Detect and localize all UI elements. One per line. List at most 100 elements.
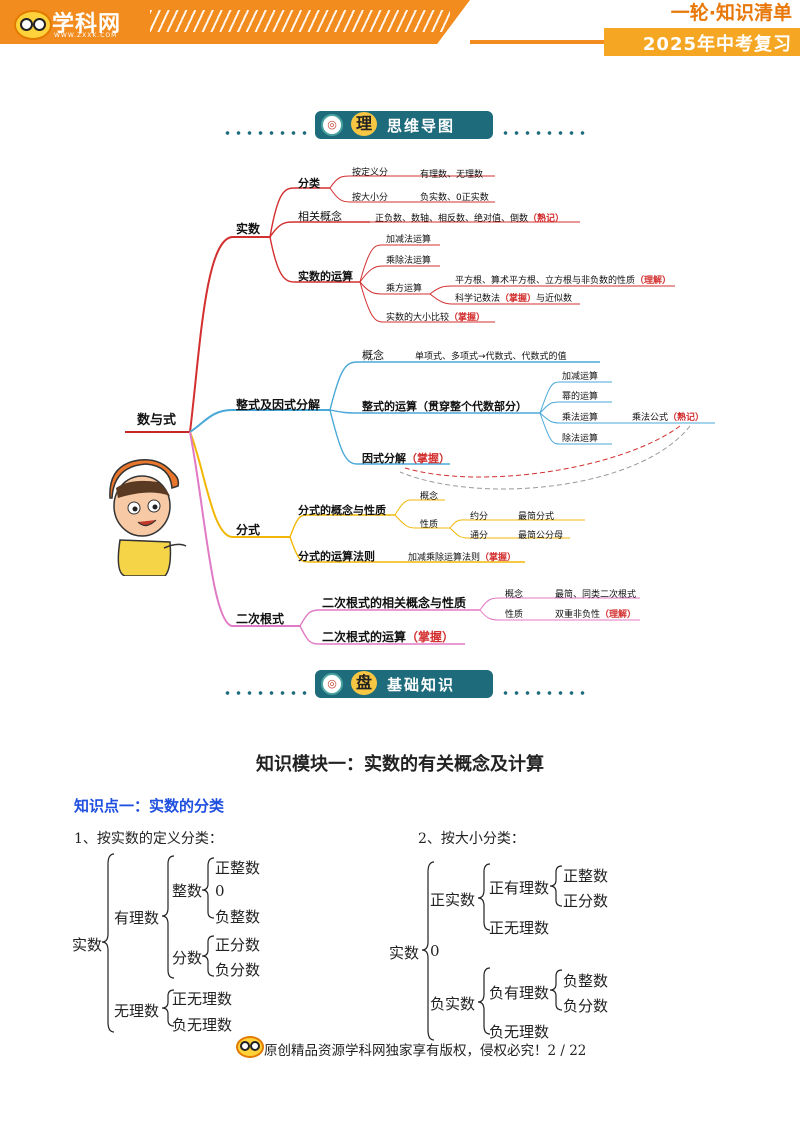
node-reduce: 约分 xyxy=(470,512,489,522)
branch-polynomial-label: 整式及因式分解 xyxy=(236,398,321,412)
cartoon-boy-icon xyxy=(109,459,187,576)
left-pos-frac: 正分数 xyxy=(215,936,261,954)
section-title: 知识模块一：实数的有关概念及计算 xyxy=(256,754,544,775)
node-sci-notation: 科学记数法（掌握）与近似数 xyxy=(455,294,573,304)
node-mul-div: 乘除法运算 xyxy=(386,256,432,266)
right-neg-real: 负实数 xyxy=(430,995,476,1013)
right-heading: 2、按大小分类： xyxy=(418,831,525,847)
brace xyxy=(477,967,491,1035)
branch-polynomial xyxy=(189,409,330,433)
branch-line xyxy=(329,187,400,203)
branch-radical xyxy=(189,431,300,627)
mindmap-root: 数与式 xyxy=(137,413,177,428)
branch-line xyxy=(359,244,440,283)
branch-line xyxy=(329,175,400,189)
branch-line xyxy=(429,293,580,305)
left-pos-irr: 正无理数 xyxy=(172,990,233,1008)
node-by-definition: 按定义分 xyxy=(352,168,389,178)
left-brace-lines xyxy=(101,853,215,1033)
left-integer: 整数 xyxy=(172,882,203,900)
left-root: 实数 xyxy=(72,936,103,954)
branch-line xyxy=(269,187,330,238)
branch-line xyxy=(359,265,440,283)
owl-logo-icon xyxy=(14,10,52,40)
branch-line xyxy=(299,625,465,645)
node-mul-formula: 乘法公式（熟记） xyxy=(632,413,705,423)
target-icon: ◎ xyxy=(321,114,343,136)
node-radical-c2-items: 双重非负性（理解） xyxy=(555,610,637,620)
node-poly-div: 除法运算 xyxy=(562,434,599,444)
right-neg-int: 负整数 xyxy=(563,972,609,990)
banner-badge-icon: 理 xyxy=(351,112,377,136)
brace xyxy=(477,863,491,931)
node-common-denom: 通分 xyxy=(470,531,489,541)
branch-line xyxy=(400,175,495,203)
branch-line xyxy=(329,361,600,411)
branch-line xyxy=(479,609,640,621)
dashed-arrow xyxy=(404,425,681,478)
right-pos-int: 正整数 xyxy=(563,867,609,885)
mindmap-banner: ◎ 理 思维导图 xyxy=(315,111,493,139)
node-poly-ops: 整式的运算（贯穿整个代数部分） xyxy=(362,400,527,413)
header-right-bar xyxy=(604,28,800,56)
brace xyxy=(101,853,115,1033)
node-by-size: 按大小分 xyxy=(352,193,389,203)
right-neg-frac: 负分数 xyxy=(563,997,609,1015)
branch-fraction-label: 分式 xyxy=(236,523,261,537)
branch-line xyxy=(449,519,585,529)
branch-fraction xyxy=(189,431,290,538)
brace xyxy=(161,855,175,979)
banner-title: 基础知识 xyxy=(387,676,456,694)
left-fraction: 分数 xyxy=(172,949,203,967)
brace xyxy=(161,989,175,1027)
right-zero: 0 xyxy=(430,942,440,960)
left-rational: 有理数 xyxy=(114,909,160,927)
node-related-items: 正负数、数轴、相反数、绝对值、倒数（熟记） xyxy=(375,214,565,224)
right-neg-rat: 负有理数 xyxy=(489,984,550,1002)
node-radical-ops: 二次根式的运算（掌握） xyxy=(322,630,455,644)
owl-footer-icon xyxy=(236,1036,264,1058)
branch-line xyxy=(449,527,570,539)
node-simplest: 最简分式 xyxy=(518,512,555,522)
branch-line xyxy=(299,609,480,627)
node-frac-concept: 分式的概念与性质 xyxy=(298,504,386,517)
branch-line xyxy=(269,236,360,283)
brace xyxy=(421,861,435,1041)
mindmap-lines xyxy=(125,175,715,645)
branch-line xyxy=(394,499,445,516)
left-pos-int: 正整数 xyxy=(215,859,261,877)
header-subtitle: 2025年中考复习 xyxy=(642,34,792,55)
logo-text[interactable]: 学科网 xyxy=(52,12,122,37)
node-lcd: 最简公分母 xyxy=(518,531,564,541)
right-pos-real: 正实数 xyxy=(430,891,476,909)
node-poly-concept: 概念 xyxy=(362,349,384,362)
branch-line xyxy=(329,409,450,465)
branch-line xyxy=(289,514,395,538)
branch-line xyxy=(359,281,495,323)
target-icon: ◎ xyxy=(321,673,343,695)
node-related-concepts: 相关概念 xyxy=(298,210,342,223)
banner-badge-icon: 盘 xyxy=(351,671,377,695)
branch-line xyxy=(269,221,370,238)
branch-line xyxy=(289,536,525,563)
node-by-definition-items: 有理数、无理数 xyxy=(420,170,484,180)
branch-line xyxy=(429,285,675,295)
right-neg-irr: 负无理数 xyxy=(489,1023,550,1041)
left-heading: 1、按实数的定义分类： xyxy=(74,831,223,847)
left-irrational: 无理数 xyxy=(114,1002,160,1020)
right-pos-rat: 正有理数 xyxy=(489,879,550,897)
right-root: 实数 xyxy=(389,944,420,962)
left-neg-frac: 负分数 xyxy=(215,961,261,979)
dotted-rule xyxy=(222,691,310,695)
node-by-size-items: 负实数、0正实数 xyxy=(420,193,489,203)
branch-line xyxy=(539,412,612,424)
brace xyxy=(549,865,563,907)
node-classification: 分类 xyxy=(298,177,320,190)
left-neg-int: 负整数 xyxy=(215,908,261,926)
node-factorization: 因式分解（掌握） xyxy=(362,452,450,465)
node-roots: 平方根、算术平方根、立方根与非负数的性质（理解） xyxy=(455,276,672,286)
node-radical-c1-items: 最简、同类二次根式 xyxy=(555,590,637,600)
node-poly-mul: 乘法运算 xyxy=(562,413,599,423)
branch-line xyxy=(539,381,612,414)
node-frac-rules: 分式的运算法则 xyxy=(298,550,375,563)
